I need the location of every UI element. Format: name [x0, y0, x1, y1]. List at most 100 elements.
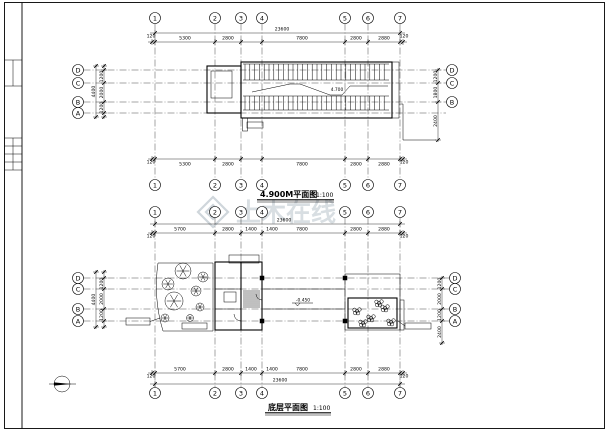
planter-plants [352, 299, 396, 328]
shrub-icon [374, 299, 384, 308]
shrub-leaf [389, 322, 395, 327]
upper-plan-scale: 1:100 [316, 192, 333, 199]
tree-canopy [195, 302, 205, 312]
tree-branch [163, 315, 166, 319]
tree-icon [161, 277, 175, 291]
tree-canopy [160, 313, 170, 323]
tree-icon [190, 285, 202, 297]
axis-label: 7 [398, 208, 402, 216]
column [259, 318, 265, 324]
axis-label: 2 [213, 208, 217, 216]
dimension-label: 1200 [437, 309, 443, 321]
dimension-label: 7800 [296, 367, 308, 373]
axis-bubble [394, 12, 406, 24]
tree-branch [200, 276, 204, 281]
axis-label: 6 [366, 389, 370, 397]
tree-branch [165, 283, 169, 289]
shrub-leaf [391, 318, 396, 323]
shrub-leaf [353, 310, 358, 316]
stair-head-inner-box [210, 70, 233, 99]
axis-bubble [394, 206, 406, 218]
tree-branch [167, 283, 171, 289]
tree-icon [174, 262, 192, 280]
axis-label: 5 [343, 208, 347, 216]
axis-label: 4 [260, 208, 264, 216]
tree-branch [170, 294, 175, 302]
shrub-icon [352, 307, 362, 316]
axis-label: 4 [260, 389, 264, 397]
garden-area [125, 262, 214, 332]
dimension-label: 2800 [222, 36, 234, 42]
shrub-leaf [361, 323, 367, 328]
door-swing-arc [233, 313, 242, 322]
covered-corridor: -0.450 [262, 288, 345, 310]
tree-canopy [190, 285, 202, 297]
dimension-label: 2800 [350, 227, 362, 233]
door-swing-arc [255, 293, 263, 301]
shrub-leaf [386, 318, 391, 323]
dimension-label: 1200 [99, 102, 105, 114]
stair-end-wall [391, 61, 400, 119]
tree-branch [193, 290, 197, 295]
tree-branch [189, 315, 192, 319]
tree-branch [179, 270, 184, 277]
north-arrow-head [54, 382, 71, 386]
axis-bubble [72, 303, 84, 315]
axis-bubble [209, 12, 221, 24]
axis-label: C [76, 285, 81, 293]
ground-plan-title: 底层平面图 1:100 [265, 402, 331, 416]
axis-bubble [209, 206, 221, 218]
axis-bubble [449, 283, 461, 295]
leader-line [397, 320, 406, 327]
axis-bubble [149, 387, 161, 399]
dimension-label: 120 [400, 234, 409, 240]
axis-label: 2 [213, 14, 217, 22]
axis-bubble [149, 206, 161, 218]
axis-bubble [256, 12, 268, 24]
dimension-label: 2000 [99, 87, 105, 99]
tree-branch [198, 306, 201, 310]
tree-branch [202, 273, 206, 278]
axis-label: 6 [366, 208, 370, 216]
axis-bubble [446, 96, 458, 108]
tree-branch [164, 315, 167, 319]
dimension-label: 1400 [266, 367, 278, 373]
axis-label: 1 [153, 389, 157, 397]
tree-branch [188, 315, 191, 319]
planter-note-box [404, 322, 432, 330]
axis-bubble [362, 179, 374, 191]
dimension-label: 5700 [174, 367, 186, 373]
axis-bubble [235, 206, 247, 218]
building-outer-wall [214, 261, 263, 331]
shrub-leaf [363, 319, 368, 324]
tree-branch [193, 287, 197, 292]
axis-label: B [76, 305, 80, 313]
sheet-frame [4, 2, 605, 429]
east-pavilion [344, 273, 432, 331]
tree-branch [173, 300, 178, 308]
axis-label: 2 [213, 181, 217, 189]
tree-icon [195, 302, 205, 312]
entrance-building [214, 254, 263, 331]
axis-label: C [453, 285, 458, 293]
tree-icon [197, 271, 209, 283]
dimension-label: 120 [147, 374, 156, 380]
dimension-label: 4400 [91, 86, 97, 98]
garden-trees [160, 262, 209, 323]
axis-bubble [72, 107, 84, 119]
axis-bubble [449, 303, 461, 315]
fixture-box [223, 291, 237, 303]
axis-bubble [339, 206, 351, 218]
shrub-icon [380, 304, 390, 313]
shrub-leaf [369, 318, 375, 323]
leader-line [149, 317, 161, 322]
tree-branch [198, 304, 201, 308]
tree-branch [202, 276, 206, 281]
tree-branch [182, 270, 187, 277]
axis-label: 3 [239, 208, 243, 216]
axis-label: C [450, 79, 455, 87]
axis-label: 4 [260, 181, 264, 189]
